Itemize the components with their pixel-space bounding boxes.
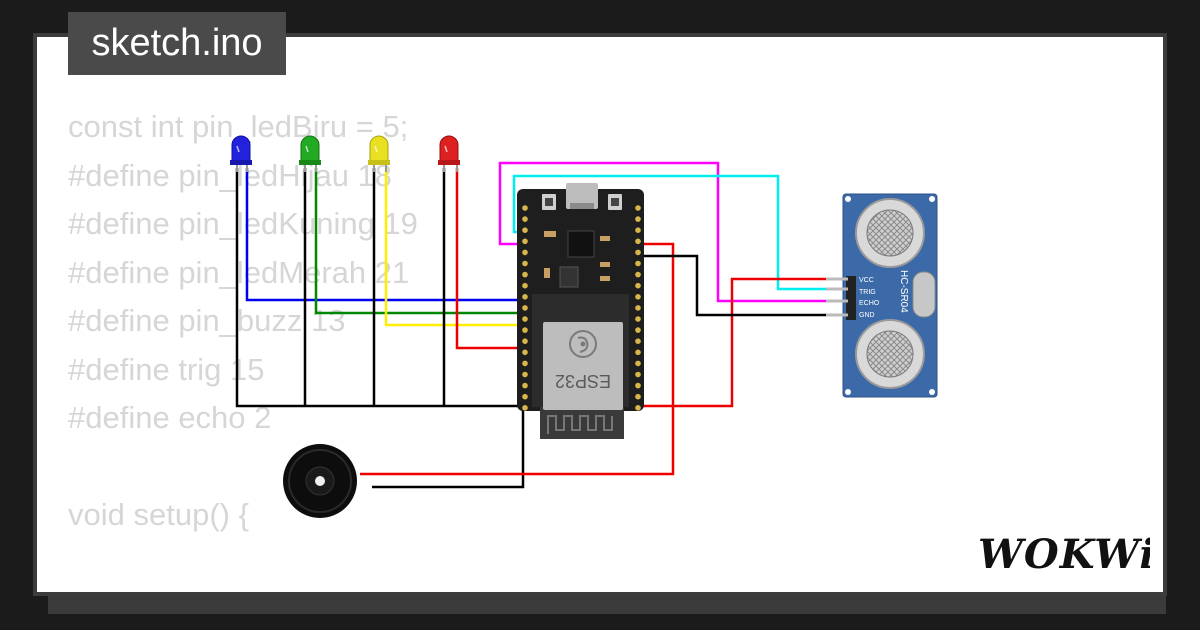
header-pin[interactable] xyxy=(635,405,641,411)
header-pin[interactable] xyxy=(635,382,641,389)
header-pin[interactable] xyxy=(522,338,528,345)
header-pin[interactable] xyxy=(522,405,528,411)
header-pin[interactable] xyxy=(522,216,528,222)
wire-red-led xyxy=(455,168,525,350)
header-pin[interactable] xyxy=(635,371,641,378)
header-pin[interactable] xyxy=(635,260,641,267)
header-pin[interactable] xyxy=(635,238,641,245)
code-line: void setup() { xyxy=(68,497,249,532)
header-pin[interactable] xyxy=(635,271,641,278)
led-red[interactable] xyxy=(438,135,460,172)
header-pin[interactable] xyxy=(522,305,528,311)
header-pin[interactable] xyxy=(522,349,528,356)
header-pin[interactable] xyxy=(522,294,528,300)
header-pin[interactable] xyxy=(522,260,528,267)
header-pin[interactable] xyxy=(522,393,528,400)
wire-blue xyxy=(245,168,525,302)
sensor-pin-vcc: VCC xyxy=(859,277,874,284)
header-pin[interactable] xyxy=(635,205,641,211)
wire-sensor-vcc xyxy=(640,277,848,408)
wokwi-logo-text: WOKWi xyxy=(978,531,1150,578)
header-pin[interactable] xyxy=(522,316,528,322)
esp32-left-pin-header xyxy=(522,205,528,411)
header-pin[interactable] xyxy=(522,282,528,289)
header-pin[interactable] xyxy=(635,338,641,345)
header-pin[interactable] xyxy=(522,327,528,333)
code-line: #define echo 2 xyxy=(68,400,272,435)
esp32-right-pin-header xyxy=(635,205,641,411)
header-pin[interactable] xyxy=(635,349,641,356)
sensor-pin-trig: TRIG xyxy=(859,289,876,296)
header-pin[interactable] xyxy=(522,238,528,245)
wire-cyan-echo xyxy=(512,174,848,291)
code-line: #define trig 15 xyxy=(68,351,265,387)
led-blue[interactable] xyxy=(230,135,252,172)
header-pin[interactable] xyxy=(635,305,641,311)
header-pin[interactable] xyxy=(522,271,528,278)
code-line: #define pin_buzz 13 xyxy=(68,303,346,338)
diagram-canvas: const int pin_ledBiru = 5; #define pin_l… xyxy=(37,37,1163,592)
header-pin[interactable] xyxy=(522,382,528,389)
header-pin[interactable] xyxy=(635,294,641,300)
code-line: #define pin_ledKuning 19 xyxy=(68,206,418,241)
header-pin[interactable] xyxy=(635,227,641,233)
sensor-pin-gnd: GND xyxy=(859,312,875,319)
sensor-model-label: HC-SR04 xyxy=(898,270,909,313)
header-pin[interactable] xyxy=(635,327,641,333)
wokwi-logo: WOKWi xyxy=(978,531,1150,578)
header-pin[interactable] xyxy=(522,205,528,211)
wire-buzzer-signal xyxy=(360,242,675,476)
led-green[interactable] xyxy=(299,135,321,172)
code-line: #define pin_ledMerah 21 xyxy=(68,254,410,290)
wire-buzzer-ground xyxy=(372,406,525,489)
wire-sensor-gnd xyxy=(640,254,848,317)
header-pin[interactable] xyxy=(522,371,528,378)
header-pin[interactable] xyxy=(635,249,641,256)
led-yellow[interactable] xyxy=(368,135,390,172)
code-line: const int pin_ledBiru = 5; xyxy=(68,109,409,144)
header-pin[interactable] xyxy=(522,249,528,256)
file-title-tab[interactable]: sketch.ino xyxy=(68,12,286,75)
header-pin[interactable] xyxy=(635,282,641,289)
ultrasonic-sensor[interactable]: HC-SR04 VCC TRIG ECHO GND xyxy=(826,193,938,398)
header-pin[interactable] xyxy=(522,227,528,233)
wire-yellow xyxy=(384,168,525,327)
code-preview: const int pin_ledBiru = 5; #define pin_l… xyxy=(68,103,418,540)
header-pin[interactable] xyxy=(635,360,641,367)
header-pin[interactable] xyxy=(635,316,641,322)
header-pin[interactable] xyxy=(635,393,641,400)
header-pin[interactable] xyxy=(635,216,641,222)
buzzer[interactable] xyxy=(283,444,357,518)
sensor-pin-echo: ECHO xyxy=(859,300,880,307)
wire-magenta-trig xyxy=(498,161,848,303)
wire-ground-leds xyxy=(235,168,525,408)
esp32-chip-label: ESP32 xyxy=(555,371,611,391)
wire-green xyxy=(314,168,525,315)
esp32-board[interactable]: ESP32 xyxy=(517,183,644,439)
header-pin[interactable] xyxy=(522,360,528,367)
